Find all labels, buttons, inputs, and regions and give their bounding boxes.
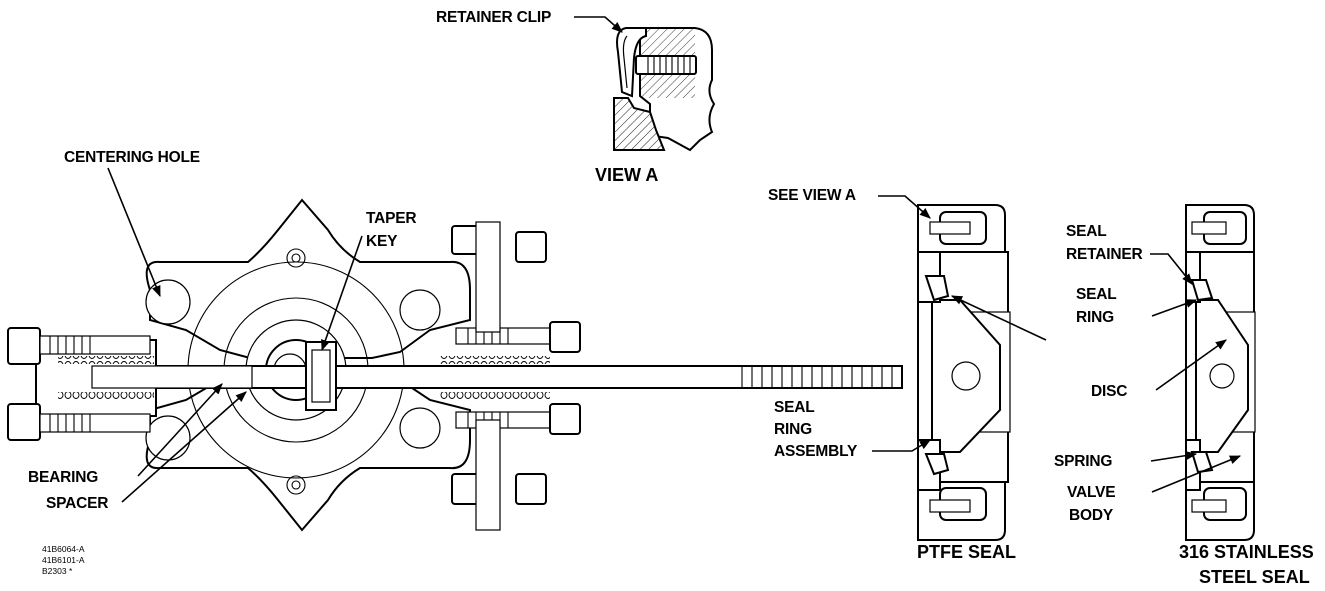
label-seal-ring-assembly-1: SEAL (774, 399, 815, 416)
label-seal-ring-assembly-3: ASSEMBLY (774, 443, 858, 460)
label-disc: DISC (1091, 383, 1127, 400)
label-body: BODY (1069, 507, 1114, 524)
caption-stainless-2: STEEL SEAL (1199, 567, 1310, 587)
caption-view-a: VIEW A (595, 165, 658, 185)
caption-ptfe-seal: PTFE SEAL (917, 542, 1016, 562)
drawing-ref-3: B2303 * (42, 566, 73, 576)
drawing-ref-2: 41B6101-A (42, 555, 85, 565)
label-key: KEY (366, 233, 398, 250)
valve-body-assembly (7, 198, 903, 532)
label-retainer-clip: RETAINER CLIP (436, 9, 551, 26)
label-spacer: SPACER (46, 495, 108, 512)
label-seal-ring-1: SEAL (1076, 286, 1117, 303)
label-seal-retainer-1: SEAL (1066, 223, 1107, 240)
label-taper: TAPER (366, 210, 416, 227)
ptfe-seal-assembly (917, 204, 1011, 541)
drawing-ref-1: 41B6064-A (42, 544, 85, 554)
label-seal-retainer-2: RETAINER (1066, 246, 1142, 263)
label-seal-ring-assembly-2: RING (774, 421, 812, 438)
view-a-detail (613, 27, 716, 152)
leader-lines (107, 16, 1242, 503)
label-see-view-a: SEE VIEW A (768, 187, 856, 204)
stainless-seal-assembly (1185, 204, 1256, 541)
label-valve: VALVE (1067, 484, 1115, 501)
label-centering-hole: CENTERING HOLE (64, 149, 200, 166)
label-seal-ring-2: RING (1076, 309, 1114, 326)
label-bearing: BEARING (28, 469, 98, 486)
caption-stainless-1: 316 STAINLESS (1179, 542, 1314, 562)
label-spring: SPRING (1054, 453, 1112, 470)
